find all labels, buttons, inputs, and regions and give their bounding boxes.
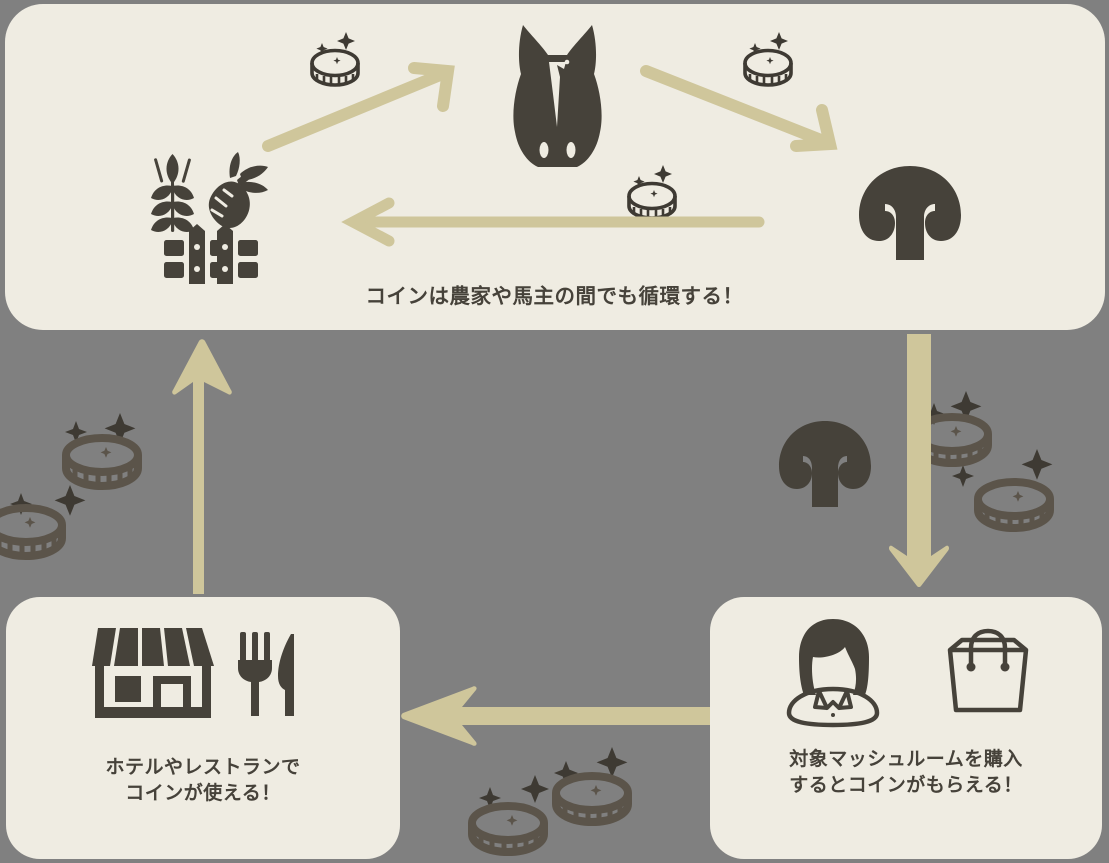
arrow-buy-to-shop [400, 680, 710, 750]
wheat-carrot-fence-icon [140, 136, 288, 288]
coin-sparkle-icon [300, 30, 370, 92]
arrow-farm-to-horse [262, 62, 462, 152]
arrow-shop-to-top [168, 338, 236, 594]
mushroom-icon [855, 163, 965, 263]
arrow-top-to-buy [888, 334, 950, 588]
coin-sparkle-icon [462, 745, 642, 863]
shopping-bag-icon [940, 628, 1036, 720]
coin-sparkle-icon [733, 30, 803, 92]
coin-sparkle-icon [0, 393, 167, 565]
arrow-horse-to-mushroom [640, 62, 840, 152]
coin-sparkle-icon [617, 163, 687, 225]
woman-shopper-icon [783, 617, 883, 728]
panel-purchase-caption: 対象マッシュルームを購入 するとコインがもらえる！ [789, 749, 1023, 797]
panel-circulation-caption: コインは農家や馬主の間でも循環する！ [365, 285, 744, 308]
panel-hotel-restaurant-caption: ホテルやレストランで コインが使える！ [105, 757, 301, 805]
storefront-icon [88, 624, 294, 720]
horse-head-icon [505, 22, 610, 172]
arrow-mushroom-to-farm [341, 197, 765, 247]
mushroom-icon [775, 418, 875, 510]
panel-purchase [710, 597, 1102, 859]
